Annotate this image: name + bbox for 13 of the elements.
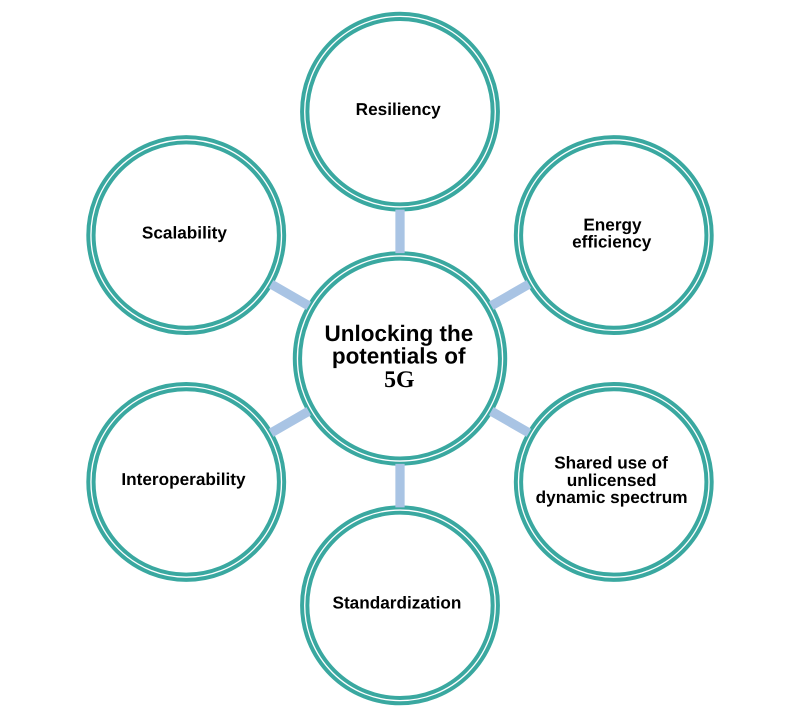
connector	[488, 280, 532, 310]
connector	[395, 464, 405, 508]
connector	[395, 210, 405, 254]
connector	[268, 280, 312, 310]
node-circle: Resiliency	[300, 12, 500, 212]
node-circle: Standardization	[300, 505, 500, 706]
node-circle: Interoperability	[86, 382, 286, 582]
node-circle: Energy efficiency	[514, 135, 714, 336]
node-circle: Shared use of unlicensed dynamic spectrum	[514, 382, 714, 582]
node-circle: Unlocking the potentials of 5G	[292, 251, 508, 466]
connector	[488, 407, 532, 437]
connector	[268, 407, 312, 437]
node-circle: Scalability	[86, 135, 286, 336]
